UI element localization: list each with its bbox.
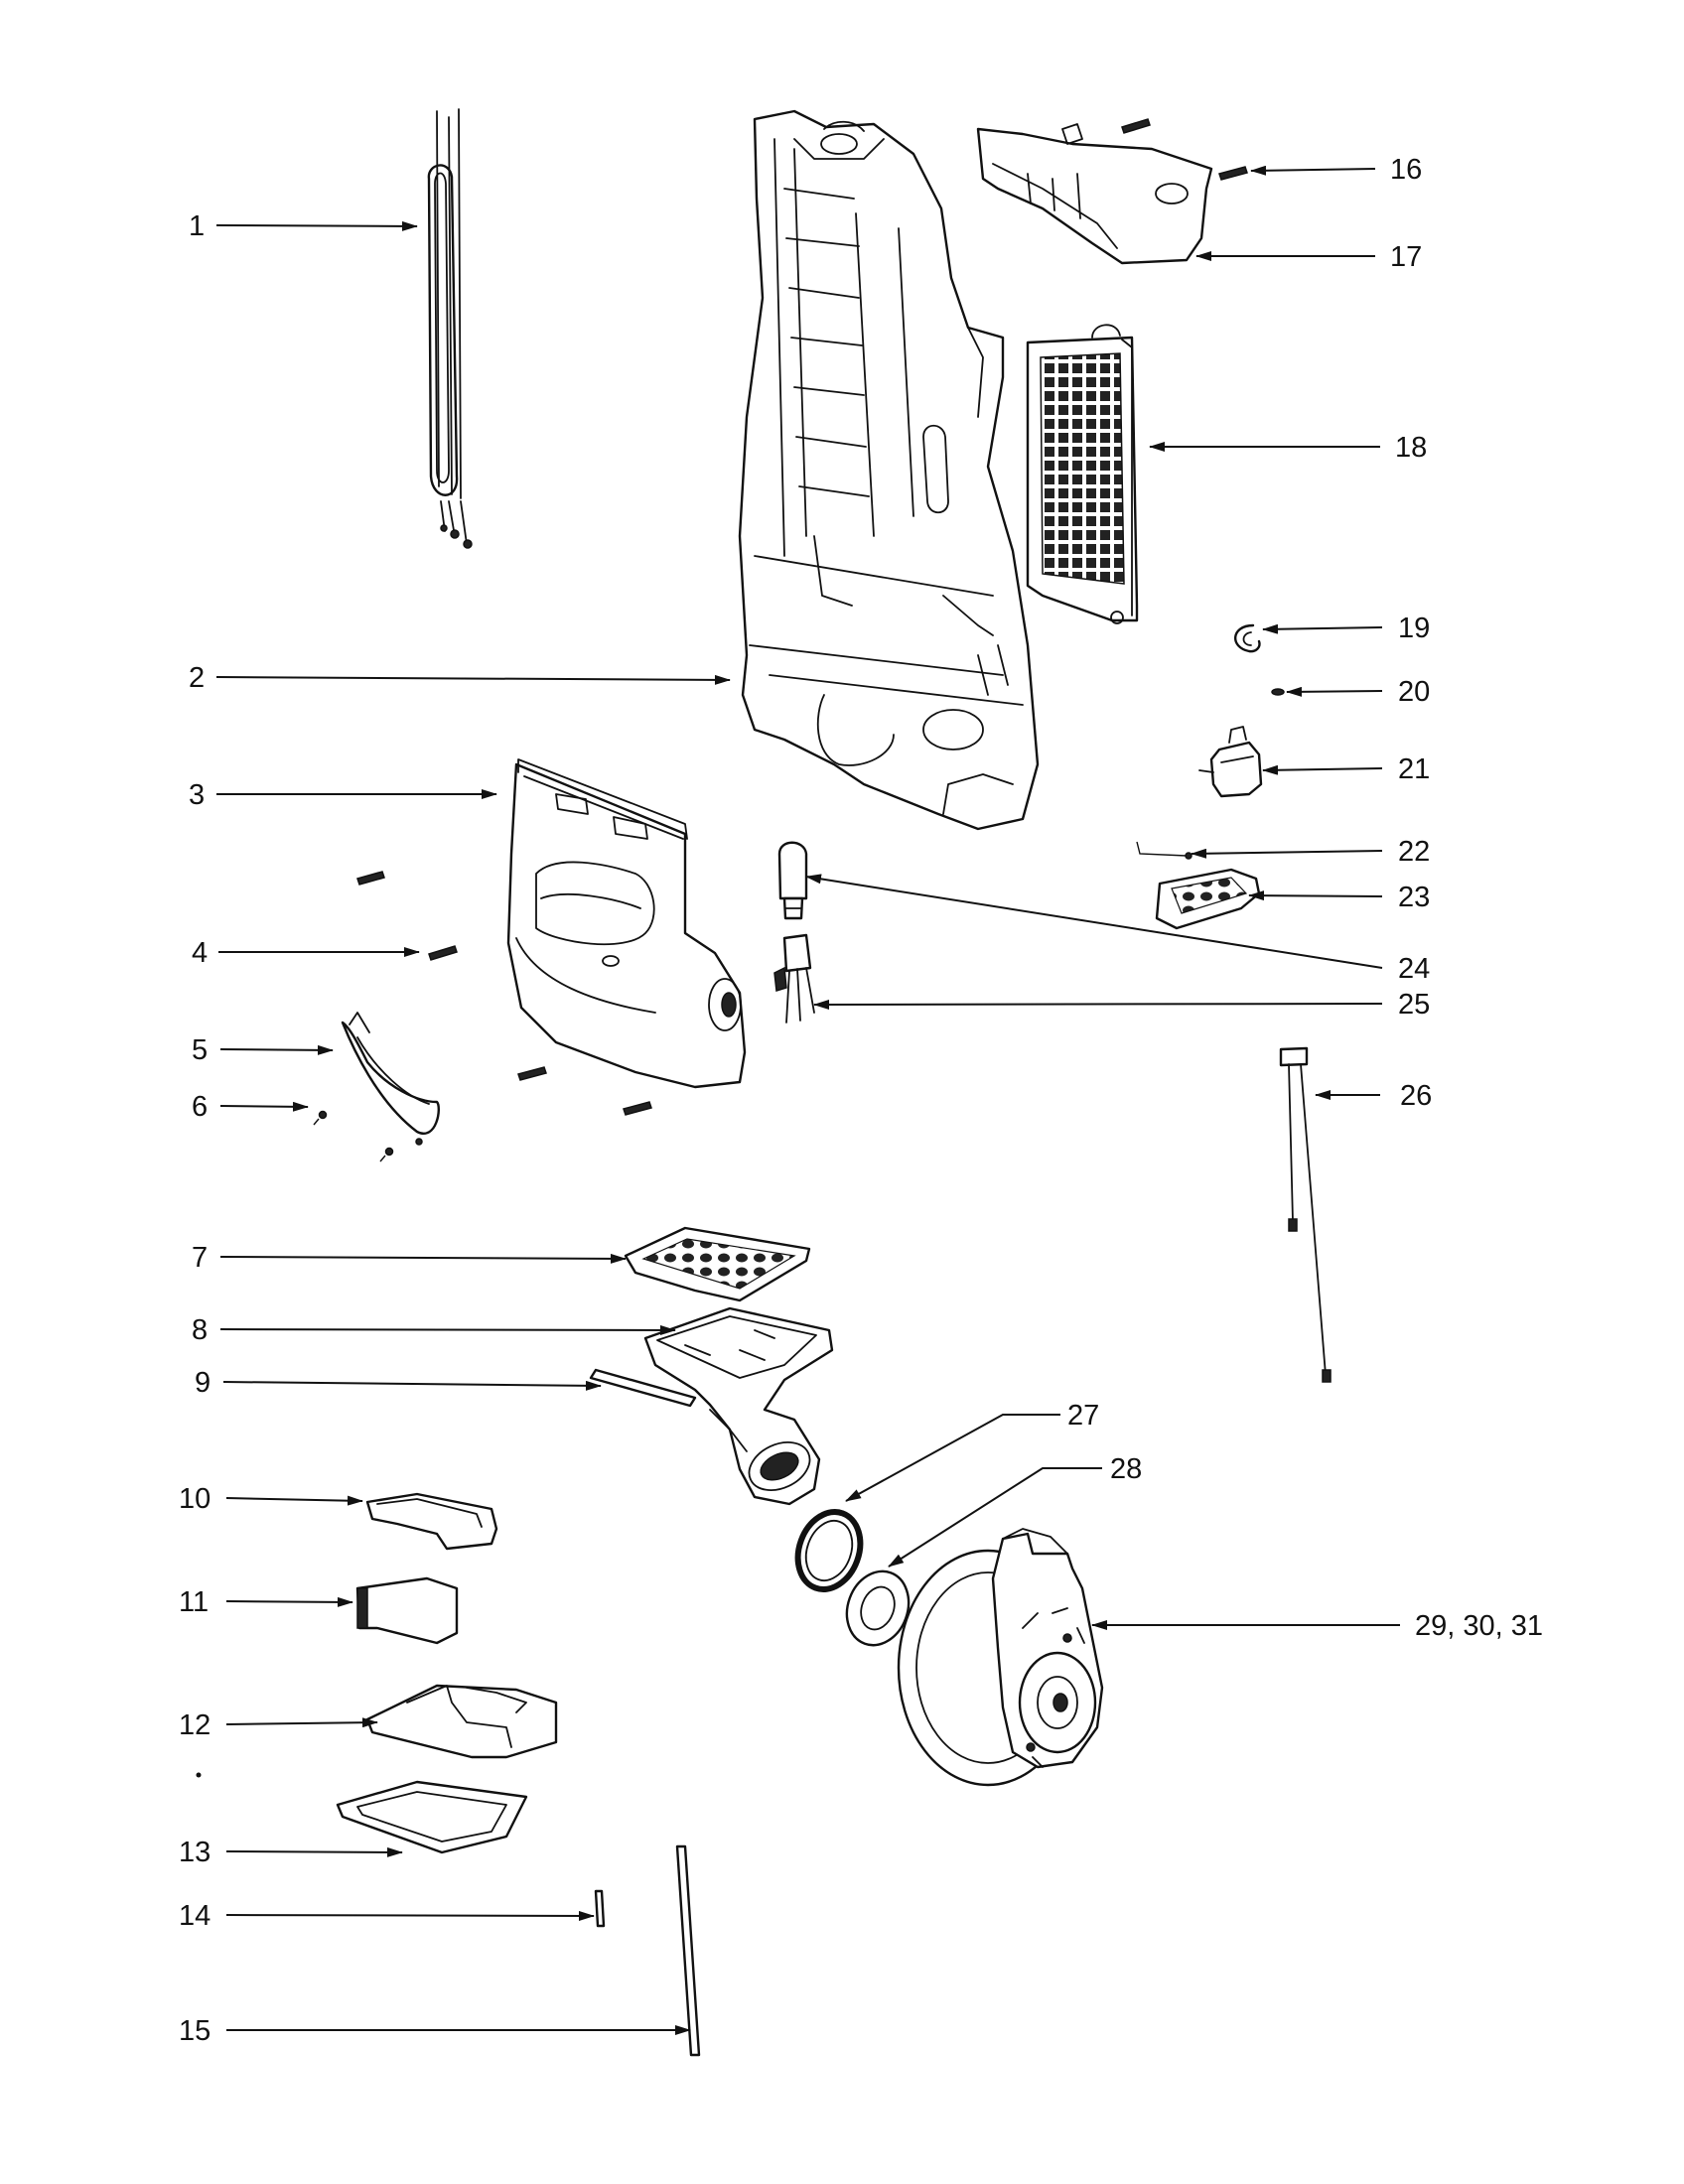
part-11-foam xyxy=(355,1576,459,1645)
callout-3: 3 xyxy=(189,779,205,811)
callout-18: 18 xyxy=(1395,432,1427,464)
callout-12: 12 xyxy=(179,1709,210,1741)
part-19-clip xyxy=(1234,623,1261,653)
part-17-handle-bracket xyxy=(976,123,1213,265)
part-29-motor xyxy=(897,1528,1104,1787)
part-12-housing-tray xyxy=(365,1684,558,1759)
part-20-grommet xyxy=(1271,688,1285,696)
callout-15: 15 xyxy=(179,2015,210,2047)
part-10-tray xyxy=(365,1492,498,1551)
callout-6: 6 xyxy=(192,1091,208,1123)
callout-10: 10 xyxy=(179,1483,210,1515)
callout-26: 26 xyxy=(1400,1080,1432,1112)
callout-8: 8 xyxy=(192,1314,208,1346)
part-28-gasket xyxy=(845,1570,911,1647)
part-1-cord xyxy=(427,108,473,549)
stray-mark xyxy=(196,1772,202,1778)
leader-lines xyxy=(215,165,1400,2035)
callout-13: 13 xyxy=(179,1837,210,1868)
callout-17: 17 xyxy=(1390,241,1422,273)
callout-16: 16 xyxy=(1390,154,1422,186)
part-8-duct xyxy=(643,1306,834,1506)
callout-21: 21 xyxy=(1398,753,1430,785)
callout-28: 28 xyxy=(1110,1453,1142,1485)
part-5-bumper-bracket xyxy=(341,1012,440,1135)
part-21-switch xyxy=(1198,726,1263,798)
callout-1: 1 xyxy=(189,210,205,242)
part-13-gasket-frame xyxy=(336,1780,528,1854)
callout-20: 20 xyxy=(1398,676,1430,708)
part-14-pin xyxy=(594,1889,606,1928)
callout-25: 25 xyxy=(1398,989,1430,1021)
part-3-front-cover xyxy=(506,758,747,1089)
part-15-rod xyxy=(675,1844,701,2057)
part-4-screws xyxy=(356,871,652,1116)
callout-14: 14 xyxy=(179,1900,210,1932)
callout-22: 22 xyxy=(1398,836,1430,868)
callout-labels: 1 2 3 4 5 6 7 8 9 10 11 12 13 14 15 16 1… xyxy=(179,154,1543,2047)
callout-29-30-31: 29, 30, 31 xyxy=(1415,1610,1543,1642)
part-25-lamp-socket xyxy=(773,933,815,1024)
part-9-strip xyxy=(589,1368,697,1408)
callout-11: 11 xyxy=(179,1586,209,1618)
callout-7: 7 xyxy=(192,1242,208,1274)
callout-2: 2 xyxy=(189,662,205,694)
part-7-screen xyxy=(624,1226,811,1302)
callout-5: 5 xyxy=(192,1034,208,1066)
part-22-wire-clip xyxy=(1136,841,1193,860)
callout-27: 27 xyxy=(1067,1400,1099,1432)
part-16-screws xyxy=(1121,118,1248,181)
callout-4: 4 xyxy=(192,937,208,969)
part-27-ring-seal xyxy=(794,1509,864,1592)
callout-19: 19 xyxy=(1398,613,1430,644)
part-2-main-housing xyxy=(738,109,1040,831)
part-26-rod xyxy=(1279,1046,1332,1383)
callout-9: 9 xyxy=(195,1367,210,1399)
part-6-small-screws xyxy=(313,1110,423,1162)
callout-24: 24 xyxy=(1398,953,1430,985)
callout-23: 23 xyxy=(1398,882,1430,913)
part-24-lamp xyxy=(777,841,808,920)
part-23-grille xyxy=(1155,868,1261,930)
part-18-filter xyxy=(1026,324,1139,624)
